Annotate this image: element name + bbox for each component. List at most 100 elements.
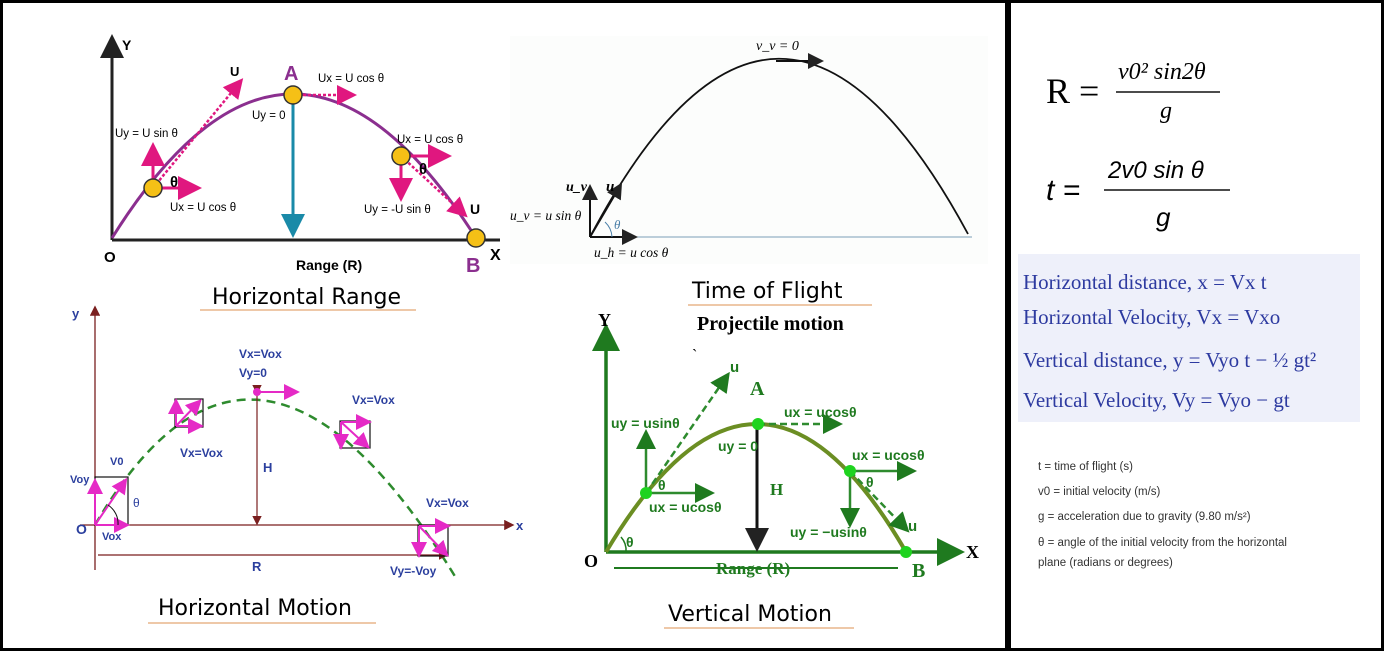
caption-horizontal-range: Horizontal Range [212, 285, 401, 310]
ball-right [391, 146, 411, 166]
panel-vertical-motion: Projectile motion ` Y X O A B u u uy = u… [584, 310, 979, 629]
tof-u-arrow [589, 182, 623, 238]
vm-u-end-vector [849, 470, 910, 533]
hm-trajectory [93, 398, 458, 579]
range-formula-denominator: g [1160, 98, 1172, 124]
hm-r: R [252, 559, 262, 574]
uy-left-label: Uy = U sin θ [115, 128, 178, 140]
formula-column: R = v0² sin2θ g t = 2v0 sin θ g Horizont… [1018, 59, 1360, 569]
tof-trajectory [589, 57, 969, 238]
hm-vy-end: Vy=-Voy [390, 564, 437, 578]
point-b-label: B [466, 255, 480, 277]
u-end-label: U [470, 201, 480, 217]
legend-gravity: g = acceleration due to gravity (9.80 m/… [1038, 511, 1251, 523]
caption-horizontal-motion: Horizontal Motion [158, 596, 352, 621]
origin-label: O [104, 249, 116, 266]
theta-left-label: θ [170, 174, 178, 191]
hm-axis-y: y [72, 306, 80, 321]
hm-v0: V0 [110, 456, 123, 468]
tof-uh-eq: u_h = u cos θ [594, 245, 669, 260]
vm-point-a: A [750, 378, 765, 400]
vm-u-vector [644, 371, 730, 494]
tof-vv-label: v_v = 0 [756, 39, 799, 54]
axis-x-label: X [490, 247, 501, 264]
vm-ux-top: ux = ucosθ [784, 404, 857, 420]
horizontal-velocity-eq: Horizontal Velocity, Vx = Vxo [1023, 305, 1280, 329]
vm-dot-end [900, 546, 912, 558]
tof-theta-arc [604, 221, 613, 238]
vm-u-end: u [908, 518, 917, 535]
time-formula-lhs: t = [1046, 174, 1080, 207]
time-formula-denominator: g [1156, 202, 1171, 232]
vm-tick: ` [692, 347, 697, 364]
tof-theta: θ [614, 217, 621, 232]
hm-vx-left: Vx=Vox [180, 446, 223, 460]
ux-left-label: Ux = U cos θ [170, 202, 236, 214]
vm-dot-top [752, 418, 764, 430]
caption-time-of-flight: Time of Flight [691, 279, 843, 304]
hm-vx-right: Vx=Vox [352, 393, 395, 407]
hm-h: H [263, 460, 272, 475]
hm-right-v [340, 421, 370, 449]
vm-ux-left: ux = ucosθ [649, 499, 722, 515]
panel-horizontal-motion: y x O Vx=Vox Vy=0 Vx=Vox Vx=Vox Vx=Vox V… [70, 305, 524, 624]
panel-horizontal-range: Y X O A B U U Ux = U cos θ Uy = 0 Uy = U… [100, 34, 501, 311]
hm-theta: θ [133, 496, 140, 510]
hm-v0-arrow [94, 477, 128, 526]
ball-top [283, 85, 303, 105]
vm-point-b: B [912, 560, 925, 582]
hm-vx-top: Vx=Vox [239, 347, 282, 361]
hm-vx-end: Vx=Vox [426, 496, 469, 510]
vm-origin: O [584, 551, 598, 571]
vm-uy-zero: uy = 0 [718, 438, 758, 454]
vm-axis-x: X [966, 542, 979, 562]
hm-vy-top: Vy=0 [239, 366, 267, 380]
legend-angle: θ = angle of the initial velocity from t… [1038, 537, 1287, 549]
vm-uy-left: uy = usinθ [611, 415, 680, 431]
panel-time-of-flight: v_v = 0 u_v u u_v = u sin θ θ u_h = u co… [510, 36, 988, 306]
vm-theta-left: θ [658, 477, 666, 493]
ball-end [466, 228, 486, 248]
vm-title: Projectile motion [697, 313, 844, 335]
legend-angle-cont: plane (radians or degrees) [1038, 557, 1173, 569]
ball-left [143, 178, 163, 198]
u-vector [152, 78, 244, 189]
axis-y-label: Y [122, 37, 132, 53]
uy-zero-label: Uy = 0 [252, 110, 286, 122]
ux-right-label: Ux = U cos θ [397, 134, 463, 146]
vm-theta-right: θ [866, 474, 874, 490]
legend-time: t = time of flight (s) [1038, 461, 1133, 473]
range-formula-lhs: R = [1046, 71, 1099, 111]
vm-ux-right: ux = ucosθ [852, 447, 925, 463]
vm-uy-right: uy = −usinθ [790, 524, 867, 540]
vm-axis-y: Y [598, 310, 611, 330]
range-formula-numerator: v0² sin2θ [1118, 59, 1206, 85]
vertical-distance-eq: Vertical distance, y = Vyo t − ½ gt² [1023, 348, 1316, 372]
hm-left-v [175, 399, 202, 427]
hm-theta-arc [107, 504, 119, 526]
tof-u-label: u [606, 179, 614, 195]
theta-right-label: θ [419, 161, 427, 178]
kinematics-box [1018, 254, 1360, 422]
vm-theta-arc [620, 536, 627, 553]
u-top-label: U [230, 64, 239, 79]
time-formula-numerator: 2v0 sin θ [1107, 157, 1204, 184]
ux-top-label: Ux = U cos θ [318, 73, 384, 85]
caption-vertical-motion: Vertical Motion [668, 602, 832, 627]
tof-uv-eq: u_v = u sin θ [510, 208, 582, 223]
u-end-vector [400, 155, 468, 218]
vm-theta-origin: θ [626, 534, 634, 550]
hm-axis-x: x [516, 518, 524, 533]
hm-origin: O [76, 521, 87, 537]
hm-voy: Voy [70, 474, 90, 486]
range-label: Range (R) [296, 257, 362, 273]
vm-dot-left [640, 487, 652, 499]
point-a-label: A [284, 63, 298, 85]
vm-dot-right [844, 465, 856, 477]
uy-right-label: Uy = -U sin θ [364, 204, 431, 216]
vm-range: Range (R) [716, 559, 790, 578]
vm-h: H [770, 480, 783, 499]
vm-u-top: u [730, 359, 739, 376]
